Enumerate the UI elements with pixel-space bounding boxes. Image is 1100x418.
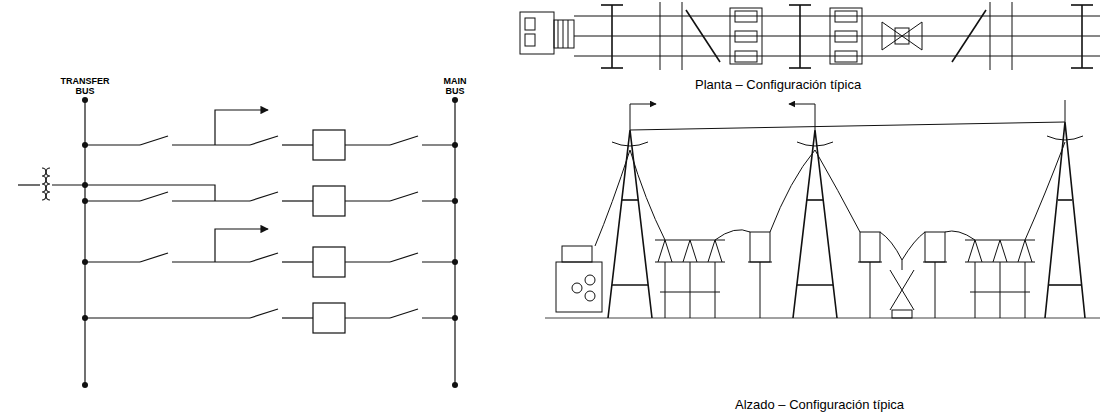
equipment-tank xyxy=(556,262,602,312)
junction-dots xyxy=(82,97,458,388)
coupler-bay xyxy=(85,303,455,333)
transformer-bay xyxy=(85,185,455,216)
view-caption: Alzado – Configuración típica xyxy=(735,397,904,412)
feeder-bay xyxy=(85,229,455,277)
gantry-beam xyxy=(601,5,1093,68)
disconnect-switch xyxy=(965,240,1035,318)
bus-label: MAIN BUS xyxy=(444,76,467,96)
single-line-diagram xyxy=(18,97,458,388)
equipment-box xyxy=(520,12,554,54)
lattice-tower xyxy=(608,122,1085,318)
instrument-transformer xyxy=(882,22,922,50)
bus-label: TRANSFER BUS xyxy=(61,76,110,96)
view-caption: Planta – Configuración típica xyxy=(695,77,861,92)
breaker-plan xyxy=(730,8,862,64)
plan-view xyxy=(520,2,1100,70)
transformer-symbol xyxy=(18,168,85,200)
instrument-transformer xyxy=(890,270,914,310)
breaker-elevation xyxy=(748,232,947,318)
feeder-bay xyxy=(85,110,455,160)
disconnect-switch xyxy=(655,240,725,318)
elevation-view xyxy=(545,100,1100,318)
